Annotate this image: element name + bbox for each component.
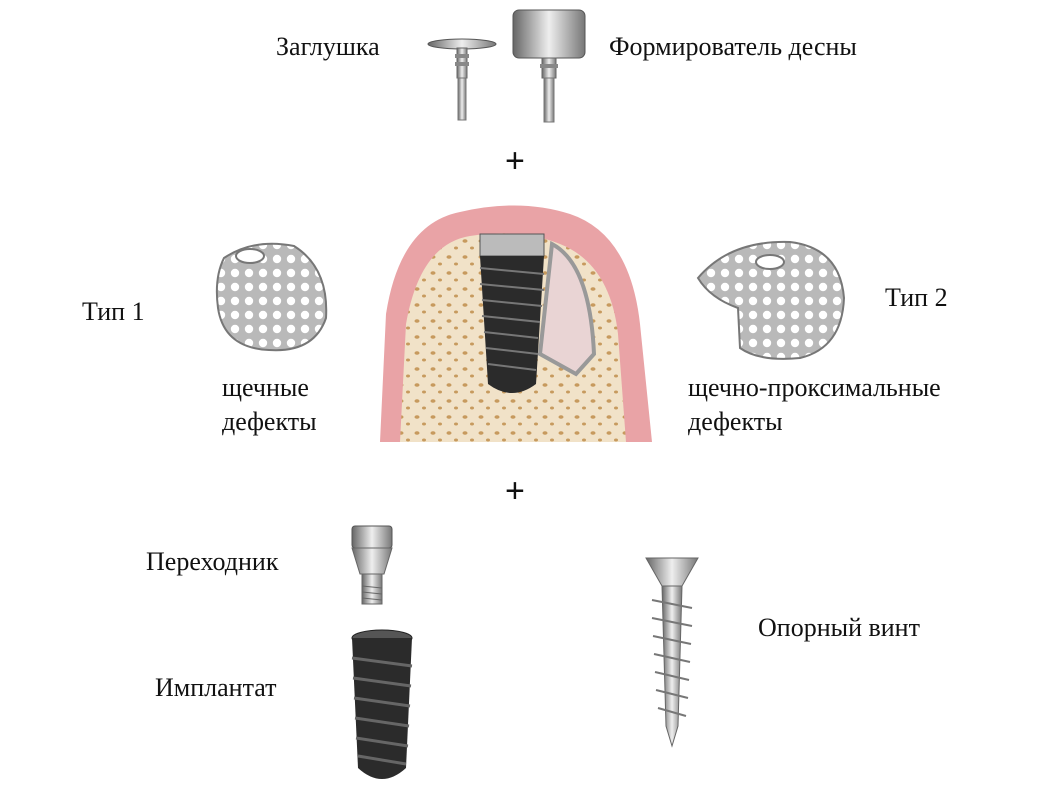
type2-label: Тип 2 [885, 283, 948, 312]
support-screw-image [645, 557, 699, 748]
type1-desc-line1: щечные [222, 373, 309, 402]
cover-screw-image [427, 38, 497, 121]
type2-mesh-image [696, 240, 846, 360]
implant-label: Имплантат [155, 673, 277, 702]
adapter-label: Переходник [146, 547, 279, 576]
support-screw-label: Опорный винт [758, 613, 920, 642]
type1-mesh-image [215, 242, 328, 352]
implant-in-bone-illustration [380, 205, 652, 442]
healing-abutment-image [512, 9, 586, 123]
type1-desc-line2: дефекты [222, 407, 317, 436]
type1-label: Тип 1 [82, 297, 145, 326]
type2-desc-line1: щечно-проксимальные [688, 373, 941, 402]
healing-abutment-label: Формирователь десны [609, 32, 857, 61]
plus-sign-bottom: + [505, 472, 525, 510]
adapter-image [351, 525, 393, 605]
plus-sign-top: + [505, 142, 525, 180]
cover-screw-label: Заглушка [276, 32, 380, 61]
implant-image [351, 629, 413, 779]
type2-desc-line2: дефекты [688, 407, 783, 436]
